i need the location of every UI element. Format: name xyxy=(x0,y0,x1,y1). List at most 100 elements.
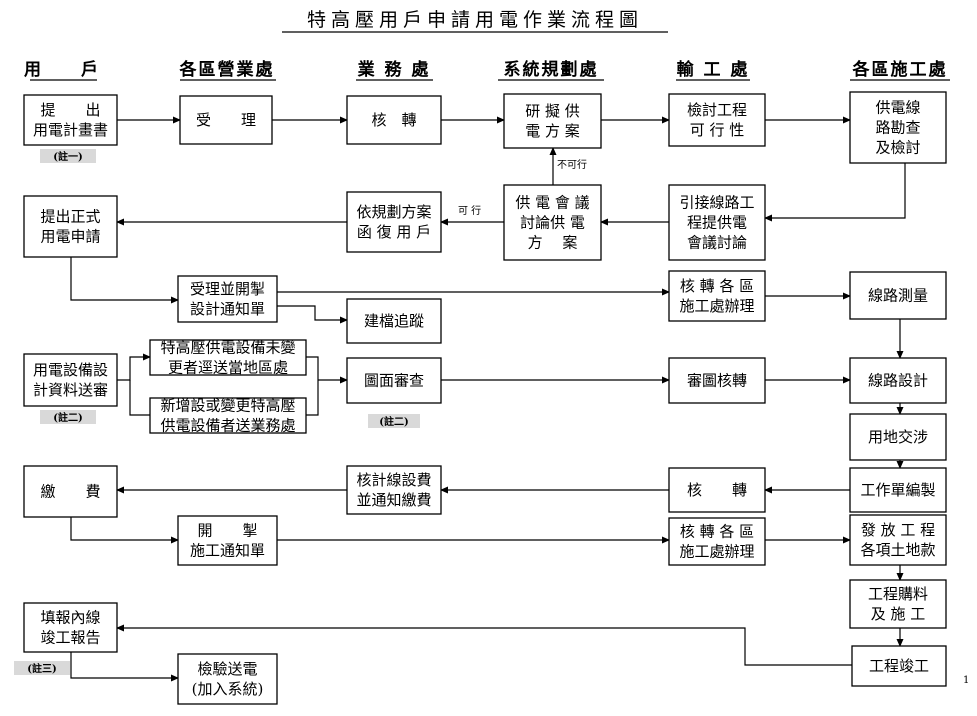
box-land-negotiation: 用地交涉 xyxy=(849,413,947,461)
box-label-line: 並通知繳費 xyxy=(356,491,431,509)
box-label-line: 用電申請 xyxy=(40,228,100,246)
box-forward-1: 核 轉 xyxy=(346,95,442,145)
box-label-line: 程提供電 xyxy=(687,214,747,232)
box-label-line: 核 轉 各 區 xyxy=(680,277,754,295)
box-label-line: 引接線路工 xyxy=(679,194,754,212)
box-label-line: 函 復 用 戶 xyxy=(357,223,431,241)
box-construction-complete: 工程竣工 xyxy=(851,645,947,687)
note-2: (註二) xyxy=(40,410,96,424)
box-line-design: 線路設計 xyxy=(849,357,947,404)
box-label-line: 依規劃方案 xyxy=(356,203,431,221)
svg-text:(註一): (註一) xyxy=(53,150,82,163)
box-label-line: 施工通知單 xyxy=(190,542,265,560)
box-label-line: 發 放 工 程 xyxy=(861,521,935,539)
box-label-line: 及檢討 xyxy=(875,139,920,157)
diagram-title: 特高壓用戶申請用電作業流程圖 xyxy=(307,9,643,31)
box-label-line: 特高壓供電設備未變 xyxy=(160,339,295,357)
box-label-line: (加入系統) xyxy=(192,680,264,698)
box-label-line: 方 案 xyxy=(528,234,578,252)
box-label-line: 路勘查 xyxy=(875,119,920,137)
svg-text:(註二): (註二) xyxy=(379,415,408,428)
box-label-line: 施工處辦理 xyxy=(679,543,754,561)
box-label-line: 更者逕送當地區處 xyxy=(168,359,288,377)
box-label-line: 核 轉 xyxy=(687,481,747,499)
box-label-line: 施工處辦理 xyxy=(679,297,754,315)
box-label-line: 供電設備者送業務處 xyxy=(160,417,295,435)
box-label-line: 檢驗送電 xyxy=(197,660,257,678)
svg-text:(註三): (註三) xyxy=(27,662,56,675)
box-label-line: 會議討論 xyxy=(687,234,747,252)
box-label-line: 新增設或變更特高壓 xyxy=(160,397,295,415)
box-label-line: 線路測量 xyxy=(868,287,928,305)
box-label-line: 線路設計 xyxy=(868,372,928,390)
column-header-transmission: 輸 工 處 xyxy=(677,59,750,80)
box-label-line: 工程購料 xyxy=(868,585,928,603)
box-label-line: 審圖核轉 xyxy=(687,372,747,390)
box-label-line: 核 轉 各 區 xyxy=(680,523,754,541)
svg-text:(註二): (註二) xyxy=(53,411,82,424)
box-drawing-review: 圖面審查 xyxy=(346,357,442,404)
label-feasible: 可 行 xyxy=(458,204,481,217)
column-header-construction: 各區施工處 xyxy=(852,59,948,80)
box-label-line: 核 轉 xyxy=(371,111,416,129)
column-header-business-dept: 業 務 處 xyxy=(358,59,431,80)
column-header-system-planning: 系統規劃處 xyxy=(504,59,599,80)
box-label-line: 可 行 性 xyxy=(690,121,745,139)
column-header-user: 用 戶 xyxy=(24,59,100,80)
column-headers: 用 戶 各區營業處 業 務 處 系統規劃處 輸 工 處 各區施工處 xyxy=(24,59,950,81)
box-label-line: 用地交涉 xyxy=(868,428,928,446)
box-label-line: 用電計畫書 xyxy=(33,121,108,139)
box-label-line: 及 施 工 xyxy=(871,605,926,623)
box-label-line: 提 出 xyxy=(40,101,100,119)
box-forward-3: 核 轉 xyxy=(668,467,766,513)
box-label-line: 受 理 xyxy=(196,111,256,129)
box-work-order: 工作單編製 xyxy=(849,467,947,513)
connectors xyxy=(70,116,906,682)
box-label-line: 核計線設費 xyxy=(356,471,431,489)
note-1: (註一) xyxy=(40,149,96,163)
box-label-line: 工程竣工 xyxy=(869,657,929,675)
box-draft-supply-plan: 研 擬 供電 方 案 xyxy=(503,93,602,149)
box-label-line: 填報內線 xyxy=(40,609,100,627)
box-label-line: 計資料送審 xyxy=(33,381,108,399)
label-not-feasible: 不可行 xyxy=(557,158,587,171)
box-label-line: 建檔追蹤 xyxy=(364,312,424,330)
note-3: (註二) xyxy=(368,414,420,428)
box-label-line: 設計通知單 xyxy=(190,300,265,318)
box-payment: 繳 費 xyxy=(23,465,118,518)
box-label-line: 繳 費 xyxy=(40,483,100,501)
box-receive: 受 理 xyxy=(179,95,273,145)
box-label-line: 用電設備設 xyxy=(33,361,108,379)
box-label-line: 供電線 xyxy=(875,99,920,117)
column-header-district-office: 各區營業處 xyxy=(179,59,275,80)
box-drawing-forward: 審圖核轉 xyxy=(668,357,766,404)
box-label-line: 開 掣 xyxy=(197,522,257,540)
box-line-measurement: 線路測量 xyxy=(849,271,947,320)
box-label-line: 竣工報告 xyxy=(40,629,100,647)
box-label-line: 受理並開掣 xyxy=(190,280,265,298)
box-file-tracking: 建檔追蹤 xyxy=(346,298,442,344)
page-number: 1 xyxy=(963,675,969,686)
box-label-line: 電 方 案 xyxy=(525,122,580,140)
box-label-line: 各項土地款 xyxy=(860,541,935,559)
box-label-line: 提出正式 xyxy=(40,208,100,226)
box-test-energize: 檢驗送電 (加入系統) xyxy=(177,653,278,705)
